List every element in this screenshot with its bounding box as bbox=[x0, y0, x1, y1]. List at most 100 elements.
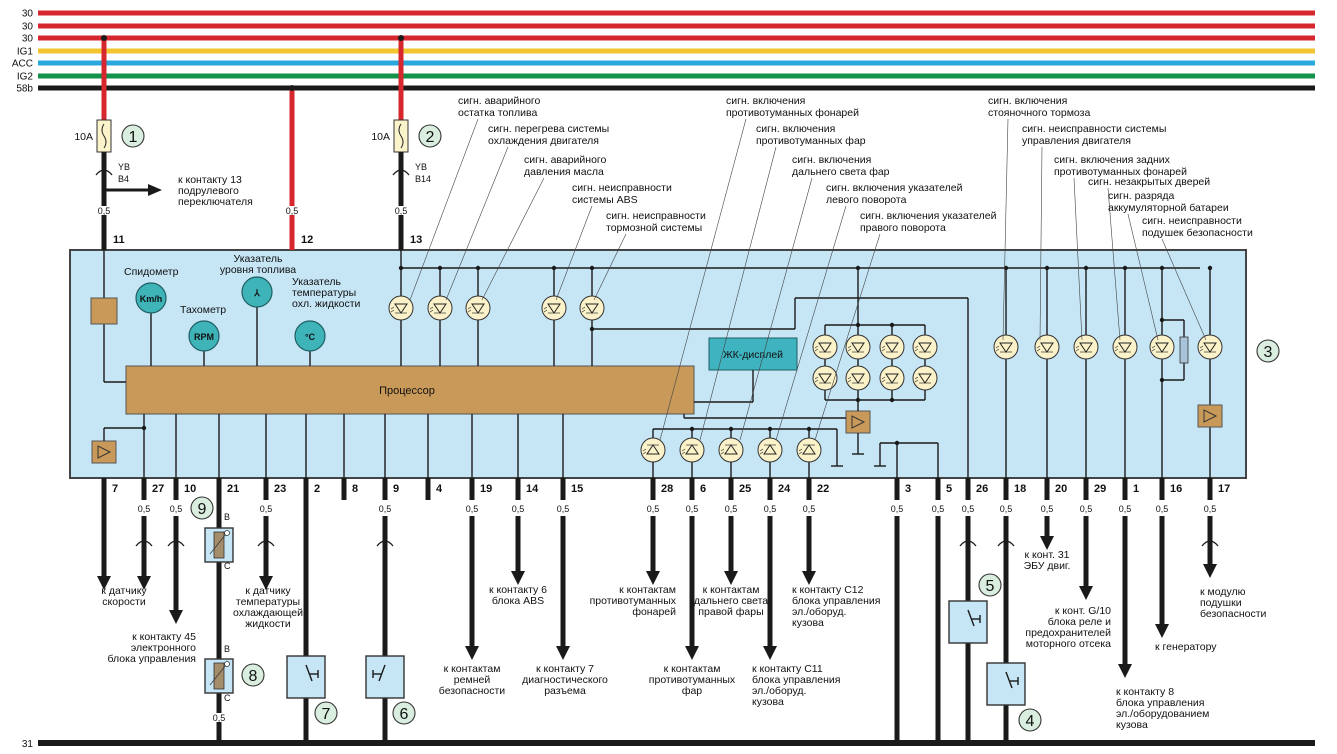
wire-gauge: 0,5 bbox=[764, 504, 777, 514]
lamp-body bbox=[1149, 334, 1175, 360]
pin-6: 60,5 bbox=[686, 478, 706, 514]
leader-line bbox=[409, 118, 479, 301]
pin-stub bbox=[341, 478, 347, 500]
leader-line bbox=[555, 205, 593, 301]
led-icon bbox=[999, 342, 1013, 353]
led-ray bbox=[759, 448, 764, 452]
led-ray bbox=[1036, 348, 1041, 352]
led-ray bbox=[429, 306, 434, 310]
pin-number: 10 bbox=[184, 483, 196, 495]
led-icon bbox=[918, 342, 932, 353]
connector-symbol-icon bbox=[997, 540, 1015, 547]
amplifier-box bbox=[845, 410, 871, 434]
pin-stub bbox=[965, 478, 971, 500]
harness-wire bbox=[469, 516, 475, 650]
harness-wire bbox=[1044, 516, 1050, 540]
lamp-right-2 bbox=[1073, 334, 1099, 360]
pin-stub bbox=[515, 478, 521, 500]
lamp-body bbox=[879, 334, 905, 360]
harness-wire bbox=[216, 500, 222, 743]
leader-line bbox=[1002, 118, 1009, 341]
lamp-body bbox=[541, 295, 567, 321]
arrow-down-icon bbox=[169, 610, 183, 624]
leader-line bbox=[699, 146, 777, 441]
bus-label: IG2 bbox=[17, 72, 34, 83]
led-icon bbox=[1203, 342, 1217, 353]
lamp-body bbox=[757, 437, 783, 463]
pin-1: 10,5 bbox=[1119, 478, 1139, 514]
led-ray bbox=[429, 309, 434, 313]
lamp-turn-1-b bbox=[845, 365, 871, 391]
led-icon bbox=[851, 373, 865, 384]
pin-number: 6 bbox=[700, 483, 706, 495]
arrow-down-icon bbox=[1079, 586, 1093, 600]
harness-wire bbox=[101, 500, 107, 580]
pin-21: 21 bbox=[216, 478, 239, 500]
led-icon bbox=[1155, 342, 1169, 353]
junction-dot bbox=[289, 85, 295, 91]
callout-number: 1 bbox=[129, 129, 138, 146]
pin-10: 100,5 bbox=[170, 478, 196, 514]
lamp-body bbox=[640, 437, 666, 463]
pin-stub bbox=[689, 478, 695, 500]
led-icon bbox=[724, 444, 738, 455]
pin-23: 230,5 bbox=[260, 478, 286, 514]
lamp-turn-1-a bbox=[845, 334, 871, 360]
pin-5: 50,5 bbox=[932, 478, 952, 514]
lamp-right-5 bbox=[1197, 334, 1223, 360]
gauge-label: Тахометр bbox=[180, 304, 226, 316]
lamp-warning-2 bbox=[465, 295, 491, 321]
arrow-down-icon bbox=[556, 646, 570, 660]
leader-line bbox=[739, 177, 813, 441]
wire-gauge: 0,5 bbox=[803, 504, 816, 514]
callout-circle bbox=[418, 124, 442, 148]
gauge-bg bbox=[97, 206, 111, 215]
pin-number: 18 bbox=[1014, 483, 1026, 495]
pin-number: 17 bbox=[1218, 483, 1230, 495]
lamp-body bbox=[465, 295, 491, 321]
led-icon bbox=[547, 303, 561, 314]
fuse-output-wire bbox=[101, 152, 107, 250]
callout-2: 2 bbox=[418, 124, 442, 148]
pin-number: 27 bbox=[152, 483, 164, 495]
bus-line bbox=[38, 85, 1315, 91]
harness-wire bbox=[1003, 516, 1009, 743]
connector-symbol-icon bbox=[392, 169, 410, 176]
callout-number: 9 bbox=[198, 501, 207, 518]
fuse-element bbox=[398, 123, 404, 149]
pin-number: 16 bbox=[1170, 483, 1182, 495]
led-ray bbox=[847, 348, 852, 352]
pin-4: 4 bbox=[425, 478, 443, 500]
bus-line bbox=[38, 60, 1315, 66]
wire-gauge: 0,5 bbox=[891, 504, 904, 514]
pin-stub bbox=[560, 478, 566, 500]
harness-wire bbox=[689, 516, 695, 650]
thermistor-icon bbox=[213, 662, 225, 690]
led-ray bbox=[581, 309, 586, 313]
pin-number: 11 bbox=[113, 234, 125, 246]
leader-line bbox=[445, 146, 509, 301]
fuse-feed-wire bbox=[101, 38, 107, 122]
led-ray bbox=[642, 451, 647, 455]
led-ray bbox=[995, 348, 1000, 352]
